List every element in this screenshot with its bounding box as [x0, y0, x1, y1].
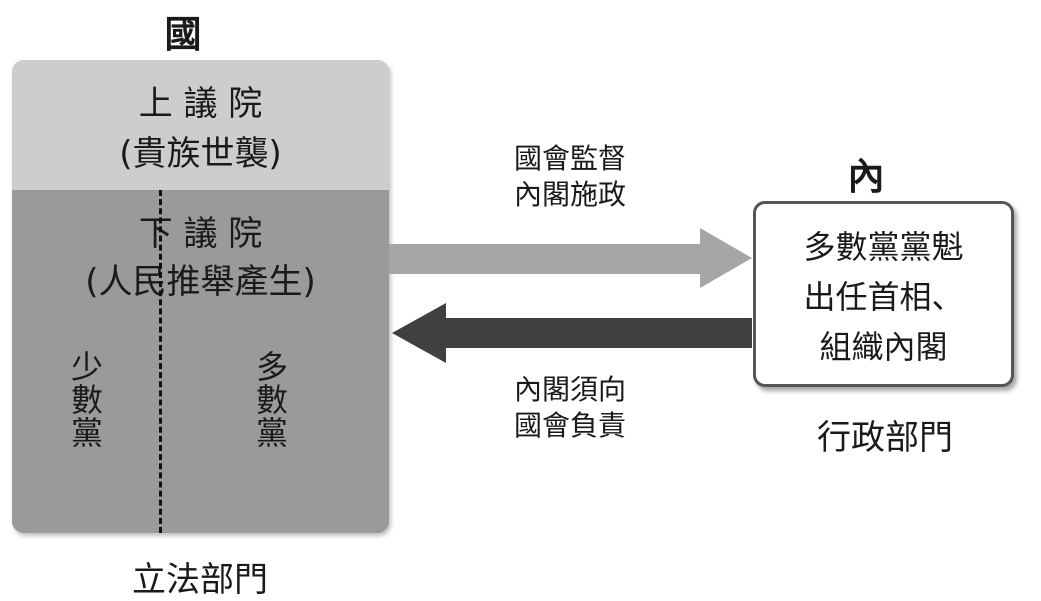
party-divider-line	[159, 190, 162, 533]
oversight-label: 國會監督 內閣施政	[475, 141, 665, 213]
responsibility-label-line1: 內閣須向	[513, 373, 626, 406]
cabinet-line-2: 出任首相、	[803, 278, 964, 316]
responsibility-label-line2: 國會負責	[513, 409, 626, 442]
upper-house-section: 上 議 院 (貴族世襲)	[12, 60, 389, 190]
oversight-label-line1: 國會監督	[513, 142, 626, 175]
legislative-branch-label: 立法部門	[132, 560, 268, 600]
minority-party-label: 少數黨	[66, 350, 104, 449]
responsibility-label: 內閣須向 國會負責	[475, 372, 665, 444]
upper-house-name: 上 議 院	[138, 84, 263, 124]
cabinet-line-3: 組織內閣	[819, 328, 948, 366]
cabinet-box: 多數黨黨魁 出任首相、 組織內閣	[753, 201, 1014, 387]
lower-house-desc: (人民推舉產生)	[85, 262, 316, 302]
executive-branch-label: 行政部門	[817, 418, 953, 458]
cabinet-line-1: 多數黨黨魁	[803, 228, 964, 266]
oversight-label-line2: 內閣施政	[513, 178, 626, 211]
majority-party-label: 多數黨	[251, 350, 289, 449]
upper-house-desc: (貴族世襲)	[119, 134, 282, 174]
parliament-box: 上 議 院 (貴族世襲) 下 議 院 (人民推舉產生) 少數黨 多數黨	[12, 60, 389, 533]
oversight-arrow	[389, 228, 752, 288]
responsibility-arrow	[392, 303, 752, 363]
